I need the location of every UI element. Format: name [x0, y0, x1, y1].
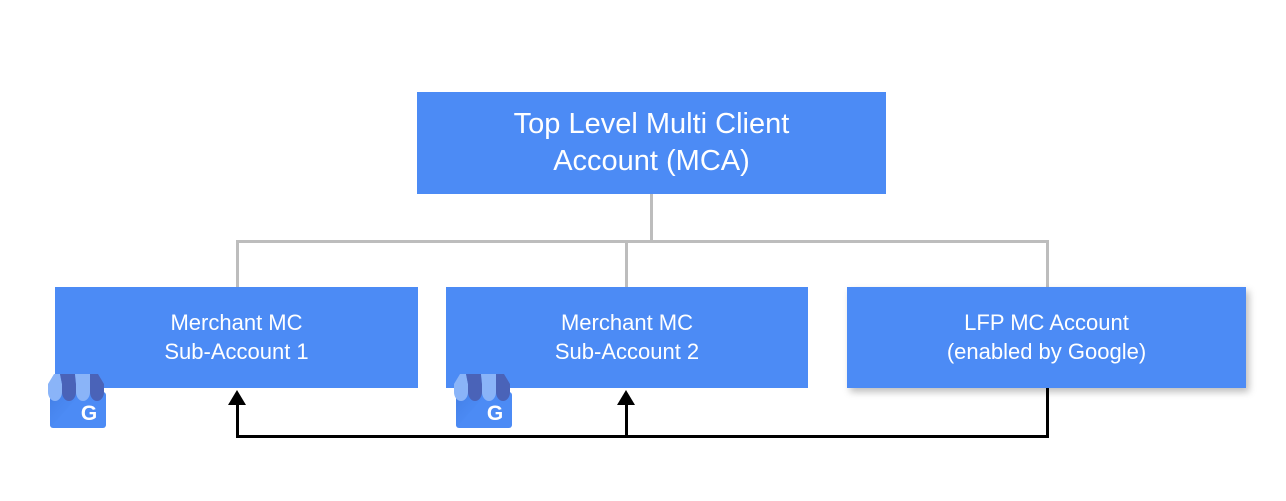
node-merchant-sub-account-1-label: Merchant MC Sub-Account 1 [164, 310, 309, 364]
connector-horizontal-bus [236, 240, 1049, 243]
gmb-letter-g: G [487, 402, 503, 425]
connector-drop-sub1 [236, 240, 239, 289]
node-merchant-sub-account-2-label: Merchant MC Sub-Account 2 [554, 310, 700, 364]
connector-drop-sub2 [625, 240, 628, 289]
gmb-letter-g: G [81, 402, 97, 425]
link-riser-to-sub2 [625, 399, 628, 437]
link-riser-to-sub1 [236, 399, 239, 437]
arrowhead-to-sub1 [228, 390, 246, 405]
node-lfp-mc-account[interactable]: LFP MC Account (enabled by Google) [847, 287, 1246, 388]
connector-mca-stem [650, 194, 653, 242]
link-lfp-descender [1046, 388, 1049, 437]
node-top-level-mca[interactable]: Top Level Multi Client Account (MCA) [417, 92, 886, 194]
connector-drop-lfp [1046, 240, 1049, 289]
node-merchant-sub-account-1[interactable]: Merchant MC Sub-Account 1 [55, 287, 418, 388]
node-top-level-mca-label: Top Level Multi Client Account (MCA) [513, 107, 790, 177]
arrowhead-to-sub2 [617, 390, 635, 405]
node-lfp-mc-account-label: LFP MC Account (enabled by Google) [946, 310, 1147, 364]
node-merchant-sub-account-2[interactable]: Merchant MC Sub-Account 2 [446, 287, 808, 388]
google-my-business-storefront-icon: G [454, 374, 512, 428]
link-feedback-bus [236, 435, 1049, 438]
google-my-business-storefront-icon: G [48, 374, 106, 428]
